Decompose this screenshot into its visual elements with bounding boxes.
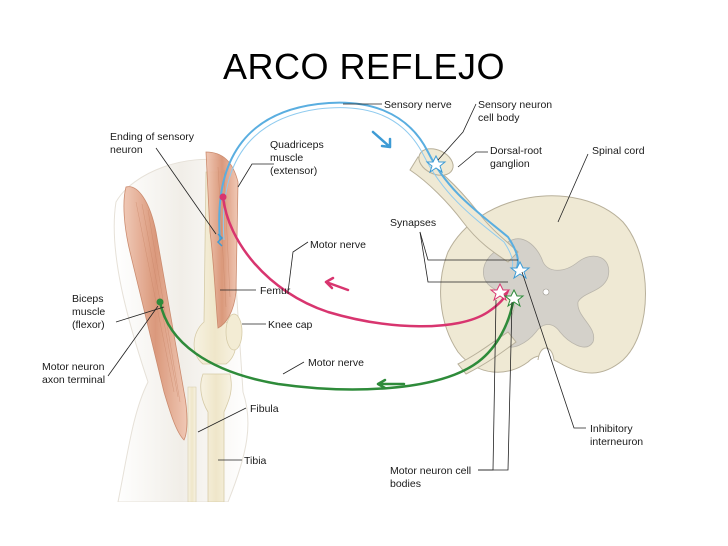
motor-terminal-extensor-icon (220, 194, 227, 201)
label-sensory-nerve: Sensory nerve (384, 99, 452, 111)
sensory-arrow-icon (373, 132, 390, 147)
motor-terminal-flexor-icon (157, 299, 164, 306)
slide-title: ARCO REFLEJO (0, 46, 728, 88)
knee-cap-bone (226, 314, 242, 350)
label-motor-nerve-bottom: Motor nerve (308, 357, 364, 369)
fibula-bone (188, 387, 196, 502)
label-femur: Femur (260, 285, 291, 297)
label-knee-cap: Knee cap (268, 319, 313, 331)
label-spinal-cord: Spinal cord (592, 145, 645, 157)
label-motor-nerve-top: Motor nerve (310, 239, 366, 251)
label-synapses: Synapses (390, 217, 436, 229)
central-canal (543, 289, 549, 295)
label-tibia: Tibia (244, 455, 267, 467)
label-fibula: Fibula (250, 403, 279, 415)
motor-extensor-arrow-icon (326, 278, 348, 290)
